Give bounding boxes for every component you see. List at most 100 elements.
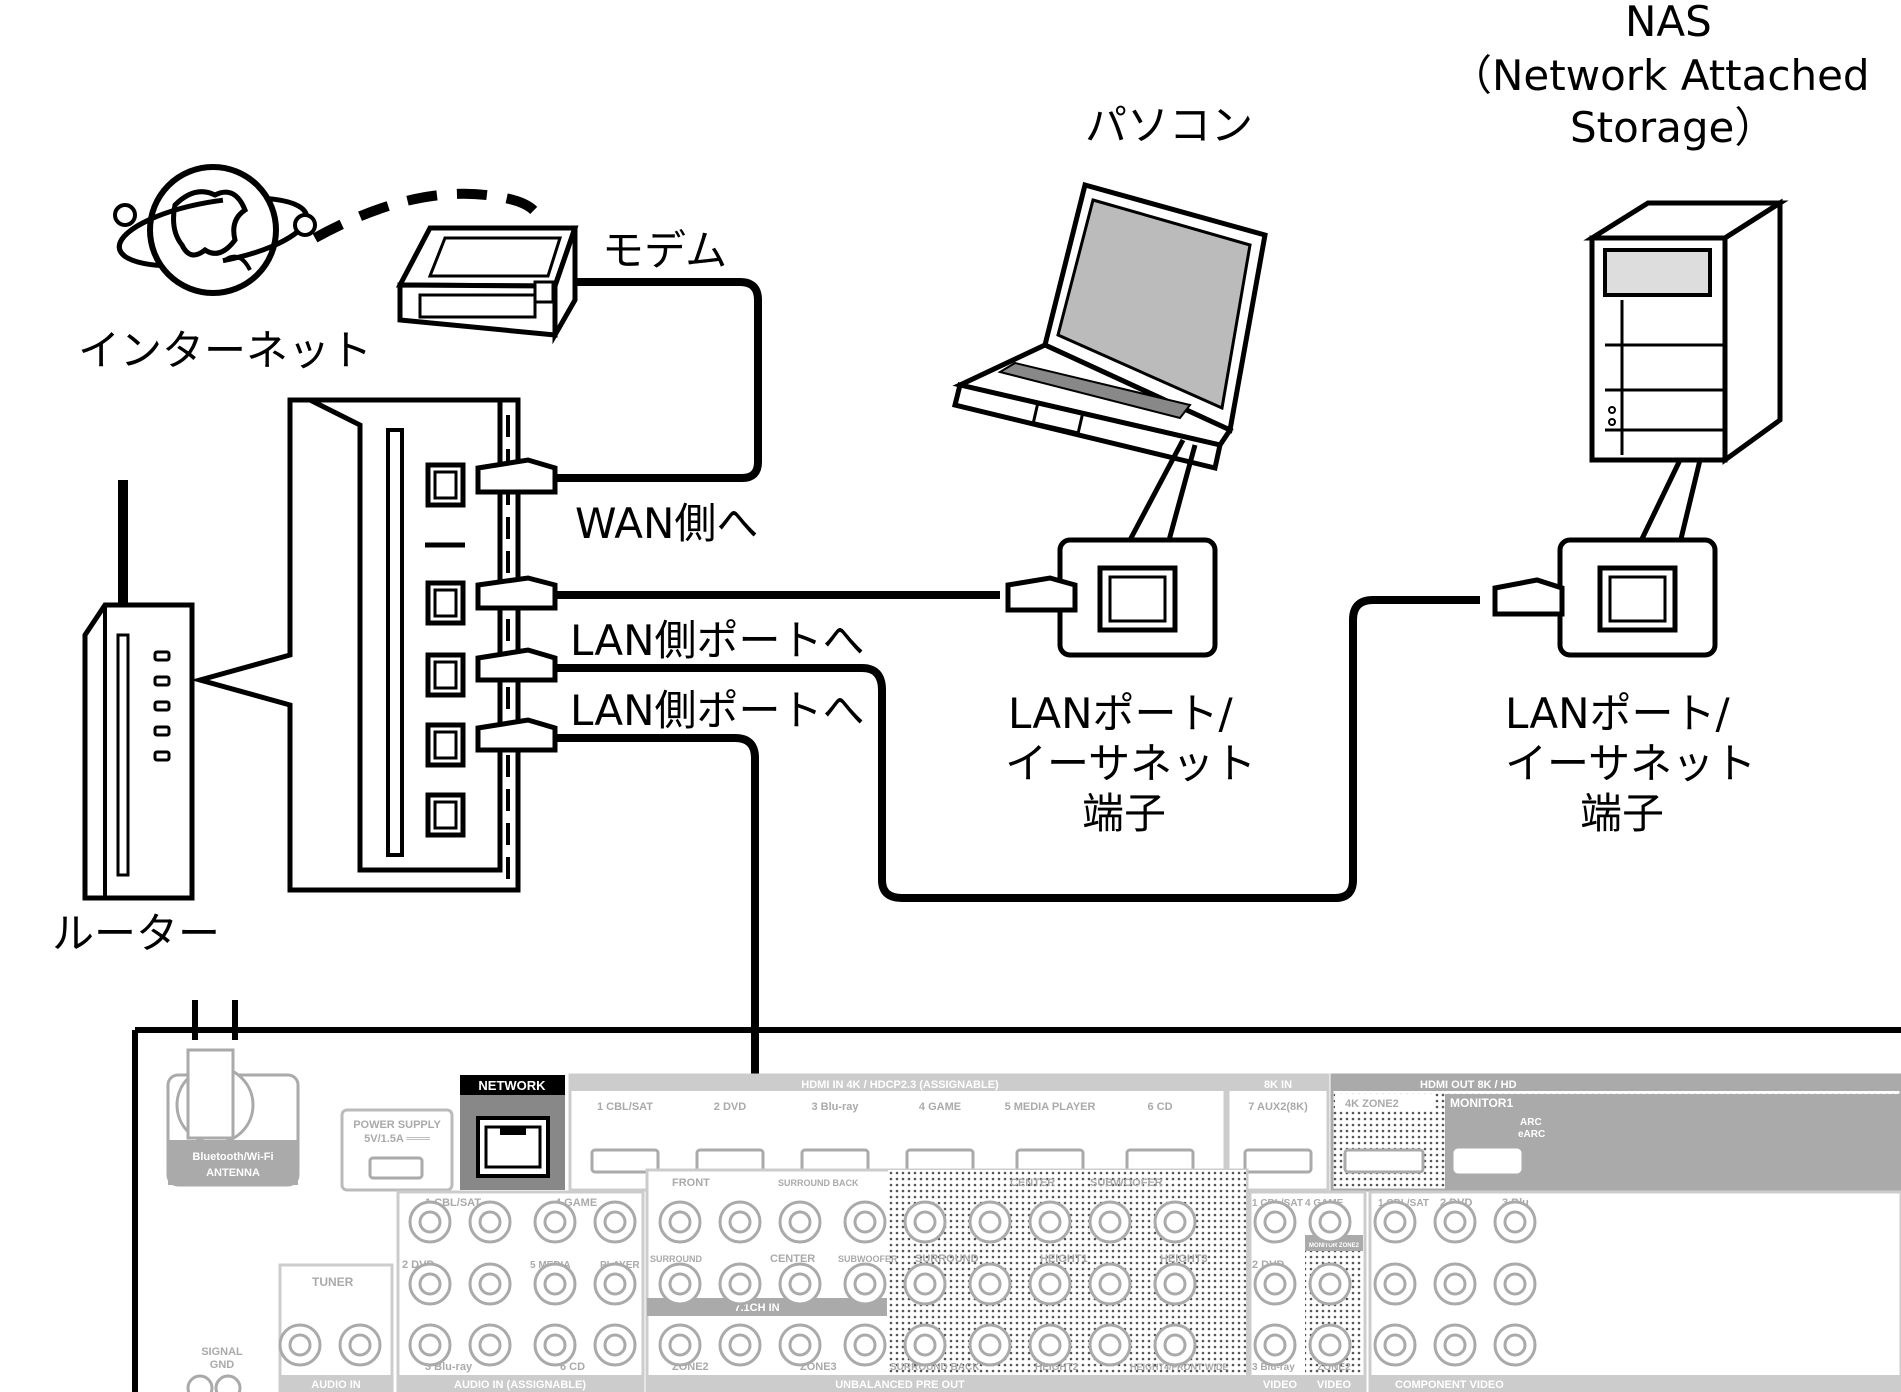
rca-jack-inner [1163,1333,1187,1357]
power-supply-label-1: POWER SUPPLY [353,1119,441,1131]
video-label: VIDEO [1263,1379,1298,1391]
hdmi-input-connector [1243,1148,1313,1174]
hdmi-input-label: 7 AUX2(8K) [1248,1101,1308,1113]
rca-jack-inner [1038,1210,1062,1234]
rca-jack-inner [1383,1272,1407,1296]
router-lan-port-3 [425,722,466,768]
rca-jack-inner [728,1210,752,1234]
internet-label: インターネット [78,326,372,375]
rca-jack [1308,1323,1352,1367]
rca-jack-inner [603,1333,627,1357]
rca-jack [778,1200,822,1244]
rca-jack [1253,1262,1297,1306]
rca-jack [278,1323,322,1367]
rca-jack [1088,1262,1132,1306]
nas-plug [1492,577,1565,617]
router-label: ルーター [52,909,220,958]
router-lan-port-4 [425,792,466,838]
antenna-label-2: ANTENNA [206,1167,260,1179]
rca-jack-inner [788,1210,812,1234]
rca-jack [1308,1262,1352,1306]
rca-jack-inner [668,1272,692,1296]
rca-jack-inner [1443,1272,1467,1296]
rca-jack-inner [418,1210,442,1234]
rca-jack [593,1323,637,1367]
rca-jack-inner [668,1210,692,1234]
rca-jack [658,1200,702,1244]
hdmi-input-label: 1 CBL/SAT [597,1101,653,1113]
rca-jack-inner [603,1210,627,1234]
rca-jack [903,1262,947,1306]
nas-icon [1583,198,1789,465]
pre-row3-e: HEIGHT4/FRONT WIDE [1130,1362,1229,1372]
rca-jack [408,1323,452,1367]
rca-jack-inner [348,1333,372,1357]
pc-port-label-1: LANポート/ [1008,689,1234,738]
rca-jack [533,1323,577,1367]
signal-gnd-label-2: GND [210,1359,235,1371]
nas-lan-port-callout [1557,537,1718,658]
rca-jack [533,1262,577,1306]
pre-row2-a: SURROUND [650,1254,703,1264]
nas-port-label-3: 端子 [1580,789,1664,838]
router-wan-port [425,462,466,508]
rca-jack [1433,1323,1477,1367]
rca-jack-inner [1318,1333,1342,1357]
component-video-label: COMPONENT VIDEO [1395,1379,1504,1391]
rca-jack-inner [978,1272,1002,1296]
nas-port-label-2: イーサネット [1505,739,1756,788]
audio-in-label: AUDIO IN [311,1379,361,1391]
rca-jack [843,1200,887,1244]
rca-jack [1433,1200,1477,1244]
pre-row3-d: HEIGHT2 [1035,1362,1079,1373]
rca-jack [468,1323,512,1367]
rca-jack [1253,1323,1297,1367]
rca-jack [1028,1323,1072,1367]
rca-jack-inner [1098,1333,1122,1357]
hdmi-input-label: 6 CD [1147,1101,1172,1113]
rca-jack [1153,1323,1197,1367]
rca-jack [1088,1323,1132,1367]
nas-label-2: （Network Attached [1450,51,1870,100]
hdmi-input-label: 5 MEDIA PLAYER [1005,1101,1096,1113]
rca-jack-inner [1503,1333,1527,1357]
rca-jack [338,1323,382,1367]
hdmi-in-label: HDMI IN 4K / HDCP2.3 (ASSIGNABLE) [801,1079,999,1091]
avr-network-port [476,1116,550,1178]
rca-jack [468,1200,512,1244]
rca-jack [843,1323,887,1367]
av-receiver-rear-panel: Bluetooth/Wi-Fi ANTENNA POWER SUPPLY 5V/… [132,1000,1901,1392]
monitor-zone2-label: MONITOR ZONE2 [1309,1243,1360,1249]
rca-jack-inner [728,1272,752,1296]
internet-dashed-link [312,188,545,243]
signal-gnd-label-1: SIGNAL [201,1346,243,1358]
rca-jack-inner [1503,1272,1527,1296]
rca-jack-inner [1163,1210,1187,1234]
arc-label-2: eARC [1518,1129,1545,1140]
pre-row1-b: SURROUND BACK [778,1178,859,1188]
rca-jack [1028,1262,1072,1306]
rca-jack [1373,1262,1417,1306]
rca-jack-inner [1098,1272,1122,1296]
rca-jack-inner [978,1333,1002,1357]
router-lan-port-1 [425,580,466,626]
rca-jack-inner [1038,1333,1062,1357]
laptop-icon [951,181,1268,472]
rca-jack-inner [1263,1210,1287,1234]
router-icon [82,480,195,901]
hdmi-input-label: 3 Blu-ray [811,1101,859,1113]
rca-jack [1253,1200,1297,1244]
rca-jack [1088,1200,1132,1244]
rca-jack-inner [1163,1272,1187,1296]
pre-row2-b: CENTER [770,1253,815,1265]
monitor1-label: MONITOR1 [1450,1096,1513,1110]
unbalanced-pre-out-label: UNBALANCED PRE OUT [835,1379,965,1391]
audio-row3-b: 6 CD [560,1361,585,1373]
rca-jack-inner [1263,1272,1287,1296]
zone2-4k-label: 4K ZONE2 [1345,1098,1399,1110]
rca-jack-inner [913,1272,937,1296]
modem-icon [395,225,579,345]
rca-jack [1153,1262,1197,1306]
hdmi-out-label: HDMI OUT 8K / HD [1420,1079,1517,1091]
